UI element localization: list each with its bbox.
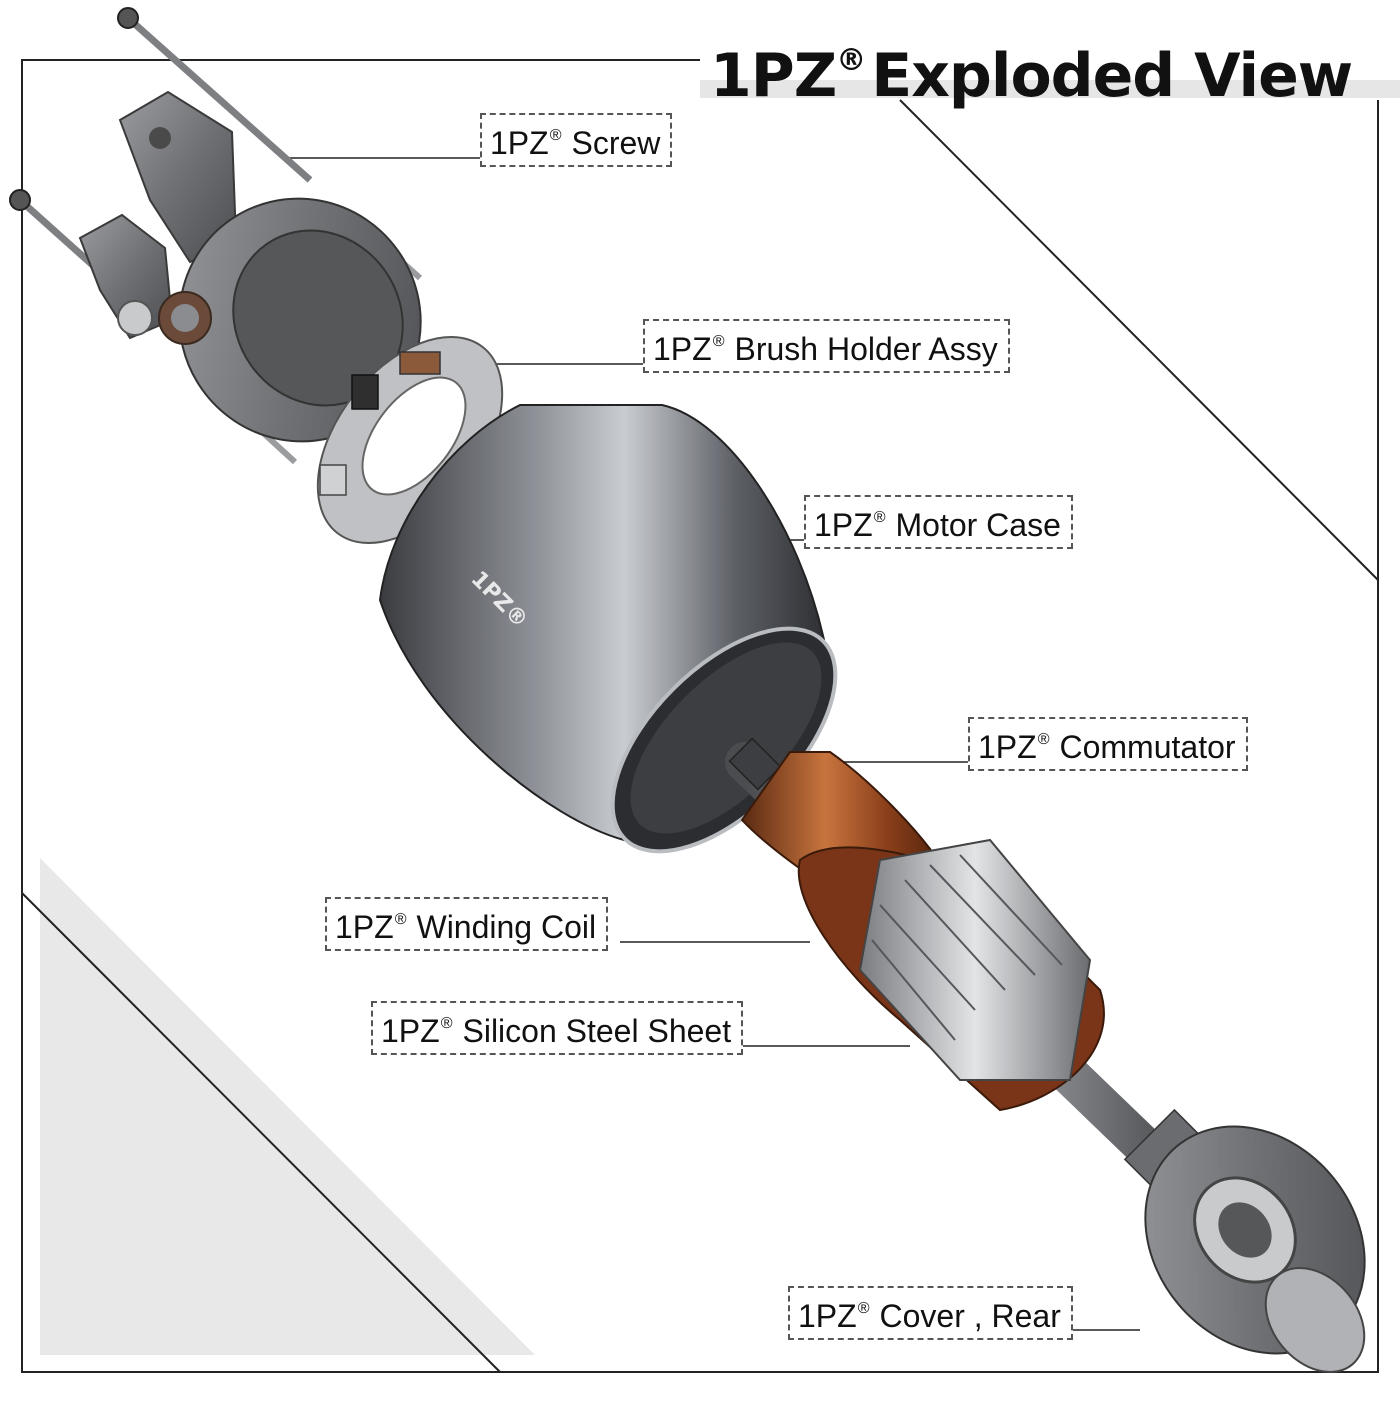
label-text: Cover , Rear — [879, 1298, 1061, 1334]
label-reg-mark: ® — [440, 1015, 453, 1032]
frame-outline — [21, 59, 1379, 1373]
steel-slot — [871, 939, 956, 1041]
label-reg-mark: ® — [394, 911, 407, 928]
housing-yoke-hole — [149, 127, 171, 149]
label-commutator: 1PZ® Commutator — [968, 717, 1248, 771]
steel-sheet-slots — [871, 854, 1063, 1041]
label-brand: 1PZ — [978, 729, 1037, 765]
brush-block-top — [399, 351, 441, 375]
screw-head-lower — [9, 189, 31, 211]
label-brand: 1PZ — [798, 1298, 857, 1334]
screw-rod-upper — [125, 15, 313, 183]
label-reg-mark: ® — [712, 333, 725, 350]
rear-cover-boss — [1264, 1267, 1366, 1373]
front-housing — [78, 90, 422, 443]
screw-head-upper — [117, 7, 139, 29]
shaft-nose — [728, 737, 782, 791]
brush-holder-opening — [361, 376, 467, 496]
brush-block-side — [351, 374, 379, 410]
label-silicon-steel-sheet: 1PZ® Silicon Steel Sheet — [371, 1001, 744, 1055]
label-text: Silicon Steel Sheet — [462, 1013, 732, 1049]
background-triangle — [40, 858, 535, 1355]
label-text: Brush Holder Assy — [734, 331, 998, 367]
label-text: Winding Coil — [416, 909, 597, 945]
label-screw: 1PZ® Screw — [480, 113, 673, 167]
leader-lines — [285, 157, 1140, 1331]
label-brand: 1PZ — [653, 331, 712, 367]
frame-diagonal-top — [899, 99, 1379, 581]
motor-case-inner — [630, 642, 822, 834]
label-winding-coil: 1PZ® Winding Coil — [325, 897, 609, 951]
label-reg-mark: ® — [1037, 731, 1050, 748]
label-text: Commutator — [1059, 729, 1236, 765]
label-reg-mark: ® — [857, 1300, 870, 1317]
rear-cover — [1144, 1125, 1366, 1373]
label-brand: 1PZ — [381, 1013, 440, 1049]
label-brand: 1PZ — [490, 125, 549, 161]
brush-block-bottom — [319, 464, 347, 496]
label-text: Screw — [571, 125, 661, 161]
title-underline-bar — [700, 80, 1400, 98]
silicon-steel-sheet — [858, 838, 1092, 1081]
steel-slot — [959, 854, 1063, 966]
title-reg-mark: ® — [836, 43, 866, 78]
title-text: Exploded View — [871, 41, 1353, 111]
label-text: Motor Case — [895, 507, 1061, 543]
steel-slot — [929, 864, 1036, 976]
rear-cover-bearing-center — [1218, 1202, 1272, 1258]
title-brand: 1PZ — [710, 41, 837, 111]
housing-nut — [117, 300, 153, 336]
label-motor-case: 1PZ® Motor Case — [804, 495, 1073, 549]
steel-slot — [879, 904, 976, 1011]
housing-washer-center — [171, 304, 199, 332]
label-reg-mark: ® — [549, 127, 562, 144]
title-block: 1PZ®Exploded View — [700, 22, 1400, 111]
label-cover-rear: 1PZ® Cover , Rear — [788, 1286, 1073, 1340]
page-title: 1PZ®Exploded View — [710, 26, 1353, 111]
label-brand: 1PZ — [814, 507, 873, 543]
steel-slot — [904, 879, 1006, 991]
label-brand: 1PZ — [335, 909, 394, 945]
label-reg-mark: ® — [873, 509, 886, 526]
label-brush-holder-assy: 1PZ® Brush Holder Assy — [643, 319, 1010, 373]
motor-case: 1PZ® — [378, 404, 838, 854]
frame-diagonal-bottom — [21, 892, 501, 1373]
